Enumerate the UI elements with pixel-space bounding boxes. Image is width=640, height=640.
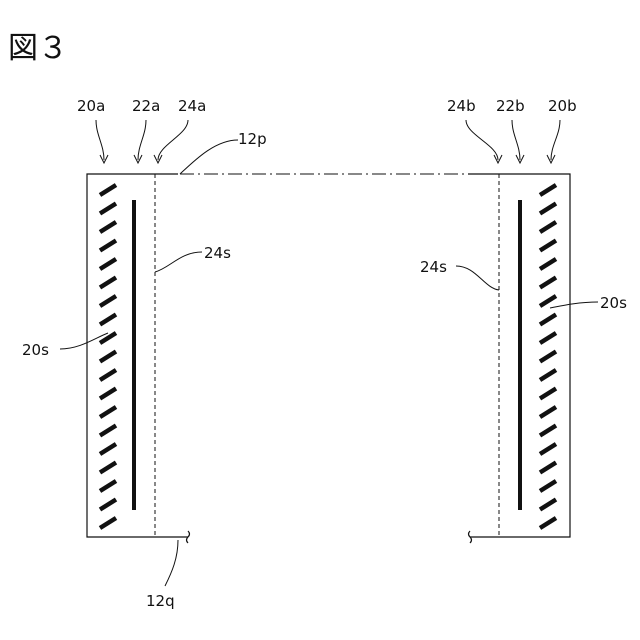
left-slat [100,296,116,306]
right-slat [540,278,556,288]
left-slat [100,370,116,380]
label-20s-right: 20s [600,294,627,312]
right-slat [540,241,556,251]
label-24s-left: 24s [204,244,231,262]
leader-12p [180,140,238,174]
pointer-22b [512,120,524,163]
leader-20s-right [550,302,598,308]
pointer-20b [547,120,560,163]
label-20a: 20a [77,97,105,115]
right-slat [540,333,556,343]
left-slat [100,500,116,510]
right-slat [540,296,556,306]
right-slat [540,407,556,417]
label-24b: 24b [447,97,476,115]
left-slat [100,204,116,214]
label-24s-right: 24s [420,258,447,276]
left-slat [100,481,116,491]
slats-20b [540,185,556,528]
right-slat [540,370,556,380]
pointer-20a [96,120,108,163]
left-slat [100,278,116,288]
left-slat [100,407,116,417]
right-slat [540,426,556,436]
pointer-22a [134,120,146,163]
right-slat [540,500,556,510]
right-slat [540,185,556,195]
left-slat [100,333,116,343]
right-slat [540,204,556,214]
label-12q: 12q [146,592,175,610]
left-slat [100,444,116,454]
right-slat [540,259,556,269]
figure-title: 図３ [8,31,68,66]
right-slat [540,389,556,399]
label-20b: 20b [548,97,577,115]
left-slat [100,352,116,362]
leader-24s-right [456,266,499,290]
right-slat [540,222,556,232]
left-slat [100,315,116,325]
label-20s-left: 20s [22,341,49,359]
slats-20a [100,185,116,528]
leader-12q [165,540,178,586]
left-slat [100,259,116,269]
left-slat [100,222,116,232]
pointer-24b [466,120,502,163]
left-slat [100,389,116,399]
leader-24s-left [155,252,202,272]
left-slat [100,518,116,528]
right-slat [540,518,556,528]
left-slat [100,426,116,436]
pointer-24a [154,120,188,163]
label-24a: 24a [178,97,206,115]
label-22b: 22b [496,97,525,115]
right-slat [540,352,556,362]
label-12p: 12p [238,130,267,148]
left-slat [100,241,116,251]
right-slat [540,444,556,454]
right-slat [540,481,556,491]
right-slat [540,463,556,473]
label-22a: 22a [132,97,160,115]
left-slat [100,185,116,195]
left-slat [100,463,116,473]
right-slat [540,315,556,325]
